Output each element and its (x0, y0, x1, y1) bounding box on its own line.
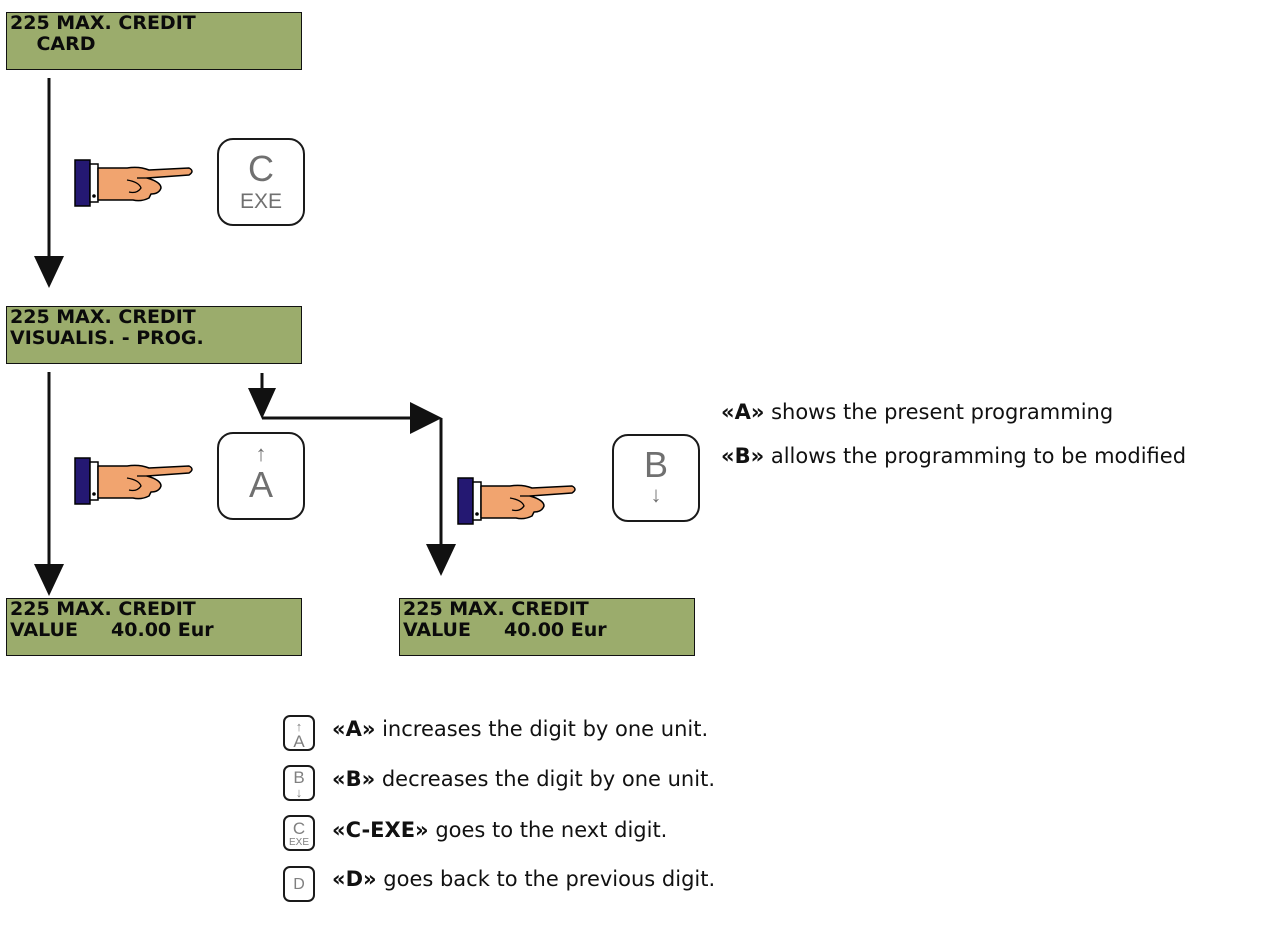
pointing-hand-icon (74, 159, 193, 207)
lcd-line-2: VALUE 40.00 Eur (10, 619, 214, 641)
pointing-hand-icon (74, 457, 193, 505)
c-exe-key[interactable]: C EXE (217, 138, 305, 226)
exe-key-label: EXE (239, 190, 283, 213)
legend-key-exe-label: EXE (288, 837, 309, 848)
arrow-down-icon (34, 564, 64, 596)
arrow-down-icon (426, 544, 456, 576)
legend-key-b-label: B (293, 768, 305, 787)
up-arrow-icon: ↑ (255, 441, 267, 466)
lcd-line-2: VISUALIS. - PROG. (10, 327, 204, 349)
b-key-label: B (643, 444, 668, 485)
legend-key-d-label: D (293, 876, 305, 893)
lcd-line-1: 225 MAX. CREDIT (10, 306, 196, 328)
legend-key-name: «B» (332, 767, 376, 791)
pointing-hand-icon (457, 477, 576, 525)
lcd-line-2: CARD (10, 33, 96, 55)
legend-key-name: «D» (332, 867, 377, 891)
b-key[interactable]: B ↓ (612, 434, 700, 522)
legend-item-c-exe: «C-EXE» goes to the next digit. (332, 818, 667, 842)
note-a-text: shows the present programming (771, 400, 1114, 424)
legend-item-a: «A» increases the digit by one unit. (332, 717, 708, 741)
a-key[interactable]: ↑ A (217, 432, 305, 520)
up-arrow-icon: ↑ (295, 719, 303, 734)
down-arrow-icon: ↓ (650, 482, 662, 507)
note-b-key: «B» (721, 444, 765, 468)
legend-key-name: «A» (332, 717, 376, 741)
legend-key-c-exe: C EXE (283, 815, 315, 851)
legend-text: goes back to the previous digit. (383, 867, 716, 891)
lcd-line-1: 225 MAX. CREDIT (10, 12, 196, 34)
note-b-text: allows the programming to be modified (770, 444, 1187, 468)
a-key-label: A (248, 464, 273, 505)
arrow-right-icon (410, 402, 442, 434)
legend-text: goes to the next digit. (435, 818, 668, 842)
legend-key-a-label: A (293, 732, 305, 751)
legend-key-d: D (283, 866, 315, 902)
legend-text: decreases the digit by one unit. (381, 767, 715, 791)
down-arrow-icon: ↓ (295, 785, 303, 800)
legend-item-d: «D» goes back to the previous digit. (332, 867, 715, 891)
legend-item-b: «B» decreases the digit by one unit. (332, 767, 715, 791)
c-key-label: C (248, 148, 274, 189)
lcd-line-2: VALUE 40.00 Eur (403, 619, 607, 641)
arrow-down-icon (248, 388, 276, 419)
note-a: «A» shows the present programming (721, 400, 1113, 424)
legend-text: increases the digit by one unit. (382, 717, 709, 741)
lcd-line-1: 225 MAX. CREDIT (10, 598, 196, 620)
legend-key-a: ↑ A (283, 715, 315, 751)
arrow-down-icon (34, 256, 64, 288)
note-a-key: «A» (721, 400, 765, 424)
note-b: «B» allows the programming to be modifie… (721, 435, 1266, 478)
lcd-line-1: 225 MAX. CREDIT (403, 598, 589, 620)
legend-key-name: «C-EXE» (332, 818, 429, 842)
lcd-display-value-b: 225 MAX. CREDIT VALUE 40.00 Eur (399, 598, 695, 656)
legend-key-b: B ↓ (283, 765, 315, 801)
legend-key-c-label: C (292, 819, 306, 838)
lcd-display-value-a: 225 MAX. CREDIT VALUE 40.00 Eur (6, 598, 302, 656)
lcd-display-visualis: 225 MAX. CREDIT VISUALIS. - PROG. (6, 306, 302, 364)
lcd-display-card: 225 MAX. CREDIT CARD (6, 12, 302, 70)
